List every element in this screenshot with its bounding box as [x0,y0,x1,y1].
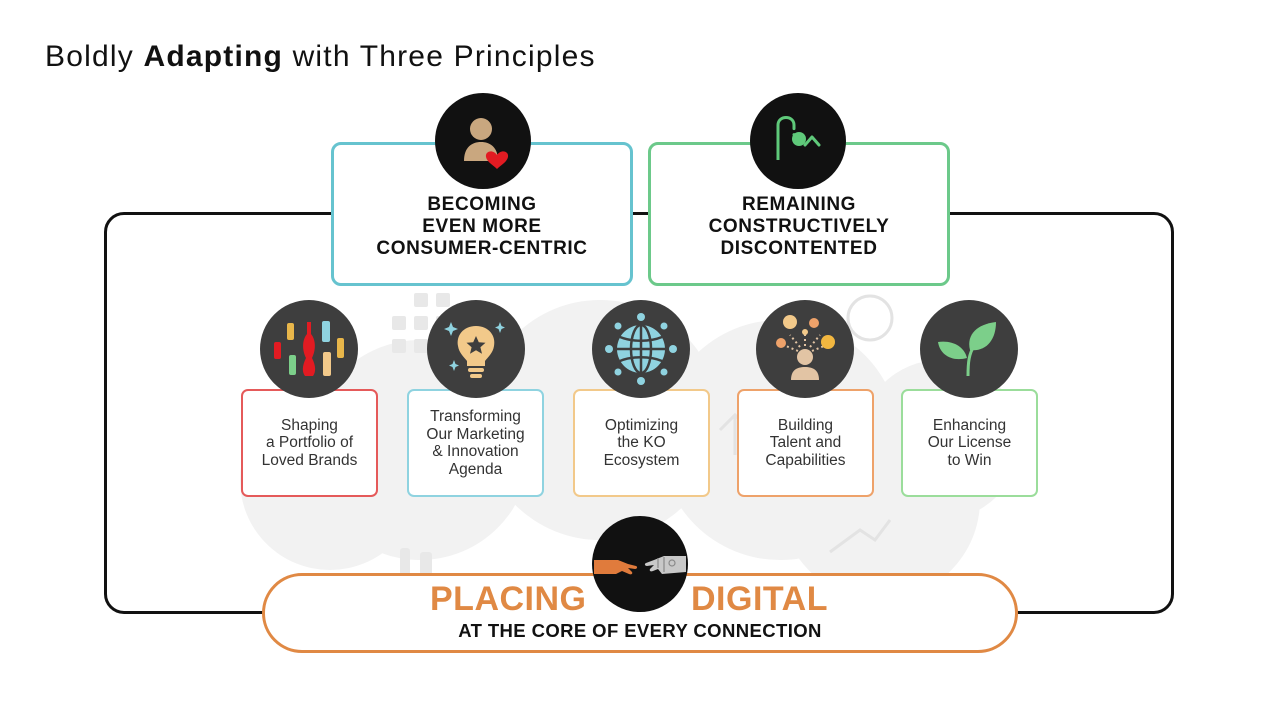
pillar-talent-label: Building Talent and Capabilities [765,416,846,469]
person-ideas-icon [756,300,854,398]
human-robot-hands-icon [592,516,688,612]
sprout-icon [920,300,1018,398]
principle-consumer-centric: BECOMING EVEN MORE CONSUMER-CENTRIC [331,142,633,286]
title-regular-start: Boldly [45,40,144,73]
lightbulb-star-icon [427,300,525,398]
consumer-heart-icon [435,93,531,189]
globe-network-icon [592,300,690,398]
pillar-ecosystem: Optimizing the KO Ecosystem [573,389,710,497]
digital-word: DIGITAL [691,580,828,618]
page-title: Boldly Adapting with Three Principles [45,40,596,74]
principle-consumer-centric-label: BECOMING EVEN MORE CONSUMER-CENTRIC [376,194,588,259]
title-bold: Adapting [143,40,284,73]
digital-subtitle: AT THE CORE OF EVERY CONNECTION [458,620,822,641]
title-regular-end: with Three Principles [283,40,596,73]
pillar-brands: Shaping a Portfolio of Loved Brands [241,389,378,497]
pillar-license-label: Enhancing Our License to Win [927,416,1012,469]
pillar-brands-label: Shaping a Portfolio of Loved Brands [261,416,358,469]
bottles-icon [260,300,358,398]
placing-word: PLACING [430,580,587,618]
pillar-marketing: Transforming Our Marketing & Innovation … [407,389,544,497]
principle-discontented-label: REMAINING CONSTRUCTIVELY DISCONTENTED [708,194,890,259]
pillar-ecosystem-label: Optimizing the KO Ecosystem [603,416,680,469]
pillar-license: Enhancing Our License to Win [901,389,1038,497]
pillar-marketing-label: Transforming Our Marketing & Innovation … [426,408,525,478]
path-loop-icon [750,93,846,189]
pillar-talent: Building Talent and Capabilities [737,389,874,497]
